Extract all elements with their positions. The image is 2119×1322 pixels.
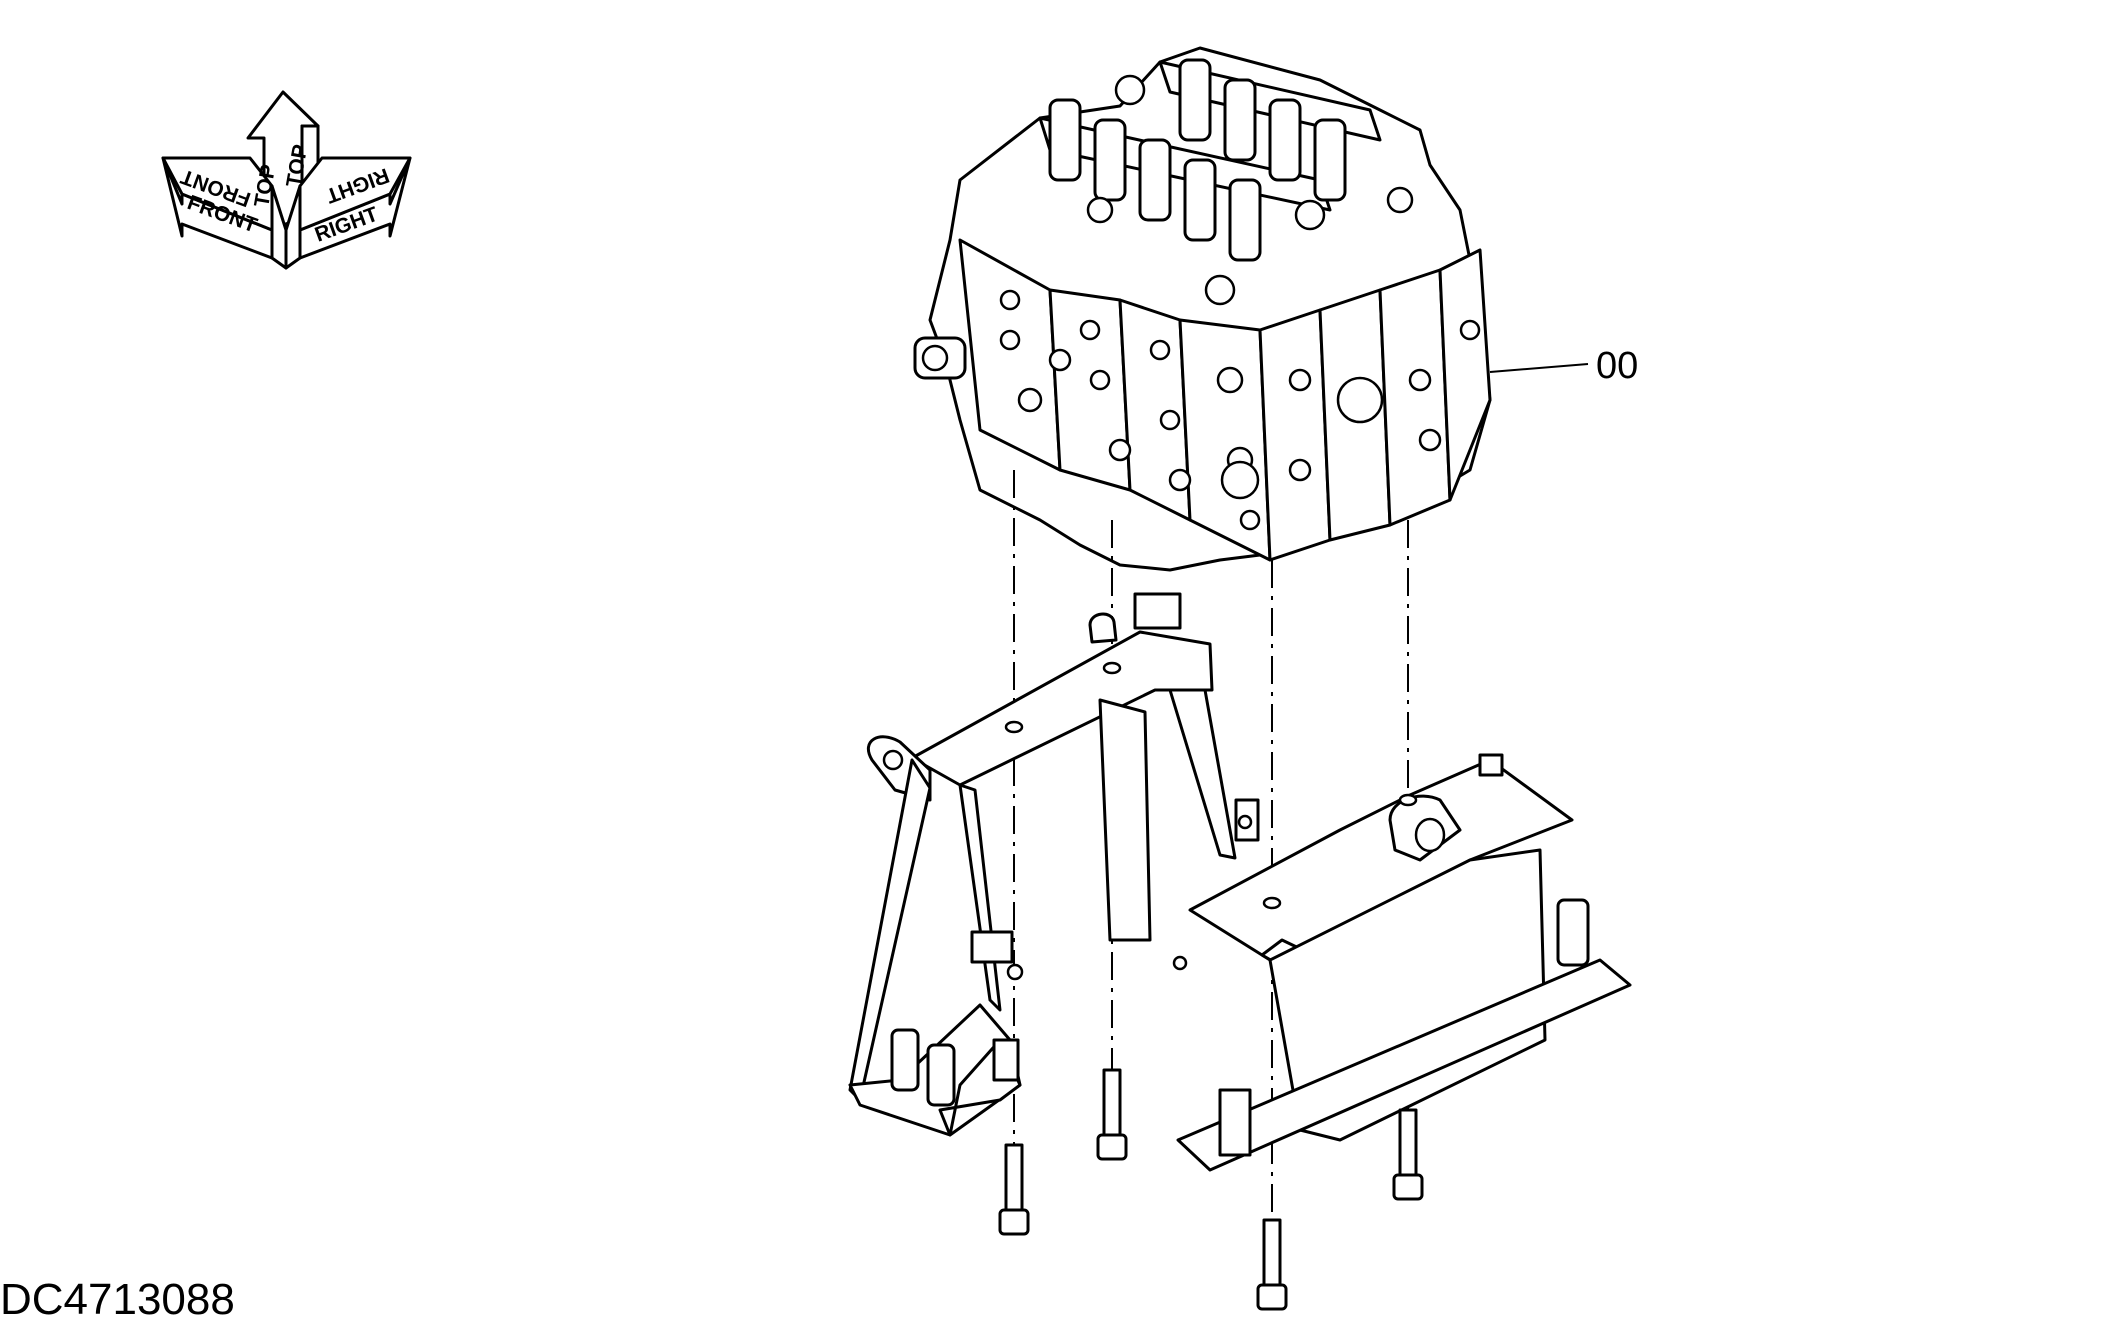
bolt-2 [1096,1068,1128,1161]
bolt-1 [998,1143,1030,1236]
orientation-indicator: TOP TOP FRONT FRONT RIGHT RIGHT [161,90,412,270]
callout-label-00: 00 [1596,345,1638,387]
left-bracket [848,592,1260,1137]
mounting-bolts [998,1068,1424,1311]
right-bracket [1172,753,1632,1172]
bolt-4 [1392,1108,1424,1201]
drawing-number: DC4713088 [0,1275,235,1322]
bolt-3 [1256,1218,1288,1311]
callout-leader [1489,363,1589,373]
control-valve-assembly [913,46,1492,572]
